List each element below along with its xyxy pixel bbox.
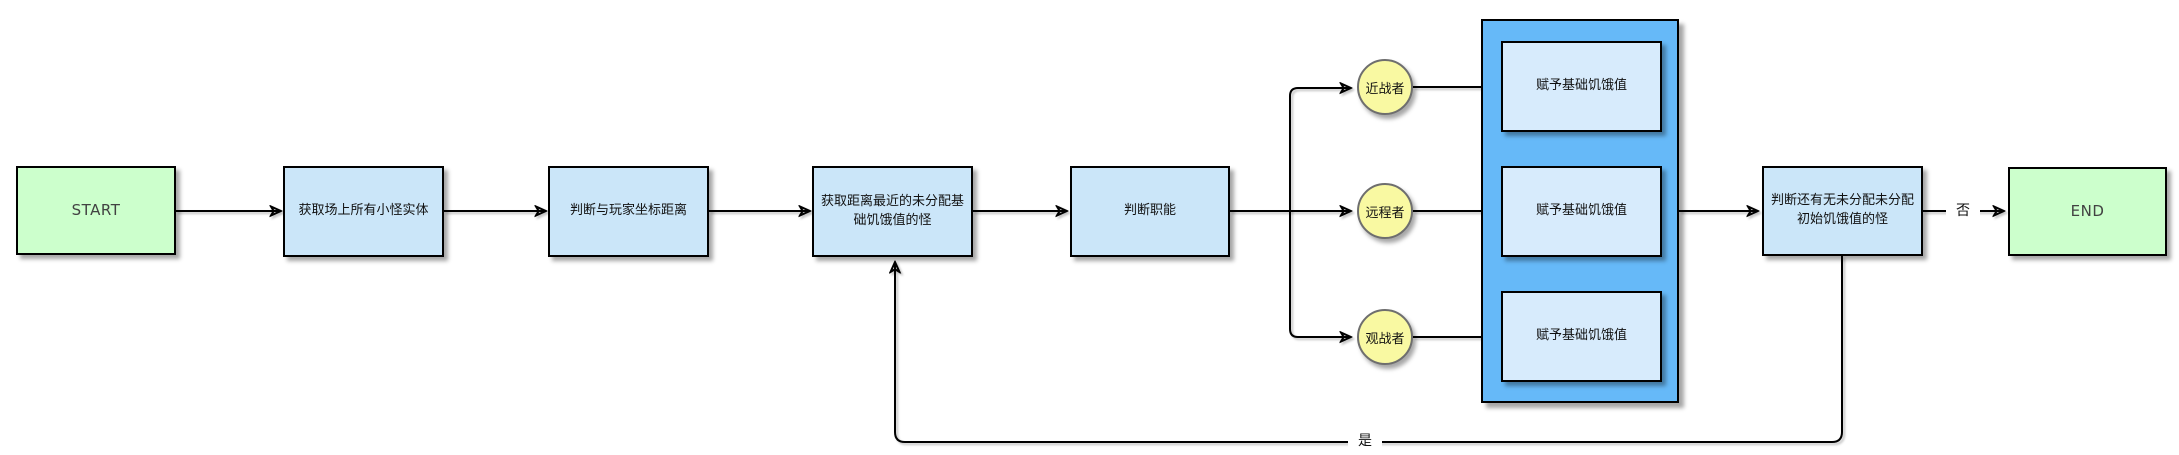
step-assign-ranged-label: 赋予基础饥饿值 xyxy=(1535,203,1627,219)
end-node: END xyxy=(2008,167,2167,256)
edge-label-no: 否 xyxy=(1946,204,1980,218)
edge-label-yes: 是 xyxy=(1348,434,1382,448)
step-assign-ranged: 赋予基础饥饿值 xyxy=(1501,166,1662,257)
role-circle-ranged: 远程者 xyxy=(1357,183,1413,239)
role-circle-spectator: 观战者 xyxy=(1357,309,1413,365)
step-assign-melee-label: 赋予基础饥饿值 xyxy=(1535,78,1627,94)
role-circle-melee-label: 近战者 xyxy=(1365,81,1405,97)
step-judge-remaining: 判断还有无未分配未分配初始饥饿值的怪 xyxy=(1762,166,1923,256)
step-assign-spectator: 赋予基础饥饿值 xyxy=(1501,291,1662,382)
start-node: START xyxy=(16,166,176,255)
role-circle-spectator-label: 观战者 xyxy=(1365,331,1405,347)
end-node-label: END xyxy=(2070,201,2105,220)
step-get-monsters: 获取场上所有小怪实体 xyxy=(283,166,444,257)
step-judge-role: 判断职能 xyxy=(1070,166,1230,257)
step-get-nearest-label: 获取距离最近的未分配基础饥饿值的怪 xyxy=(820,193,964,228)
step-get-monsters-label: 获取场上所有小怪实体 xyxy=(298,203,429,219)
step-assign-melee: 赋予基础饥饿值 xyxy=(1501,41,1662,132)
step-judge-distance-label: 判断与玩家坐标距离 xyxy=(569,203,687,219)
step-judge-role-label: 判断职能 xyxy=(1123,203,1176,219)
edge-judge-role-to-spectator xyxy=(1289,211,1350,337)
step-get-nearest: 获取距离最近的未分配基础饥饿值的怪 xyxy=(812,166,973,257)
role-circle-melee: 近战者 xyxy=(1357,59,1413,115)
role-circle-ranged-label: 远程者 xyxy=(1365,205,1405,221)
start-node-label: START xyxy=(71,200,121,219)
step-assign-spectator-label: 赋予基础饥饿值 xyxy=(1535,328,1627,344)
edge-judge-role-to-melee xyxy=(1289,88,1350,211)
step-judge-remaining-label: 判断还有无未分配未分配初始饥饿值的怪 xyxy=(1770,193,1914,227)
step-judge-distance: 判断与玩家坐标距离 xyxy=(548,166,709,257)
